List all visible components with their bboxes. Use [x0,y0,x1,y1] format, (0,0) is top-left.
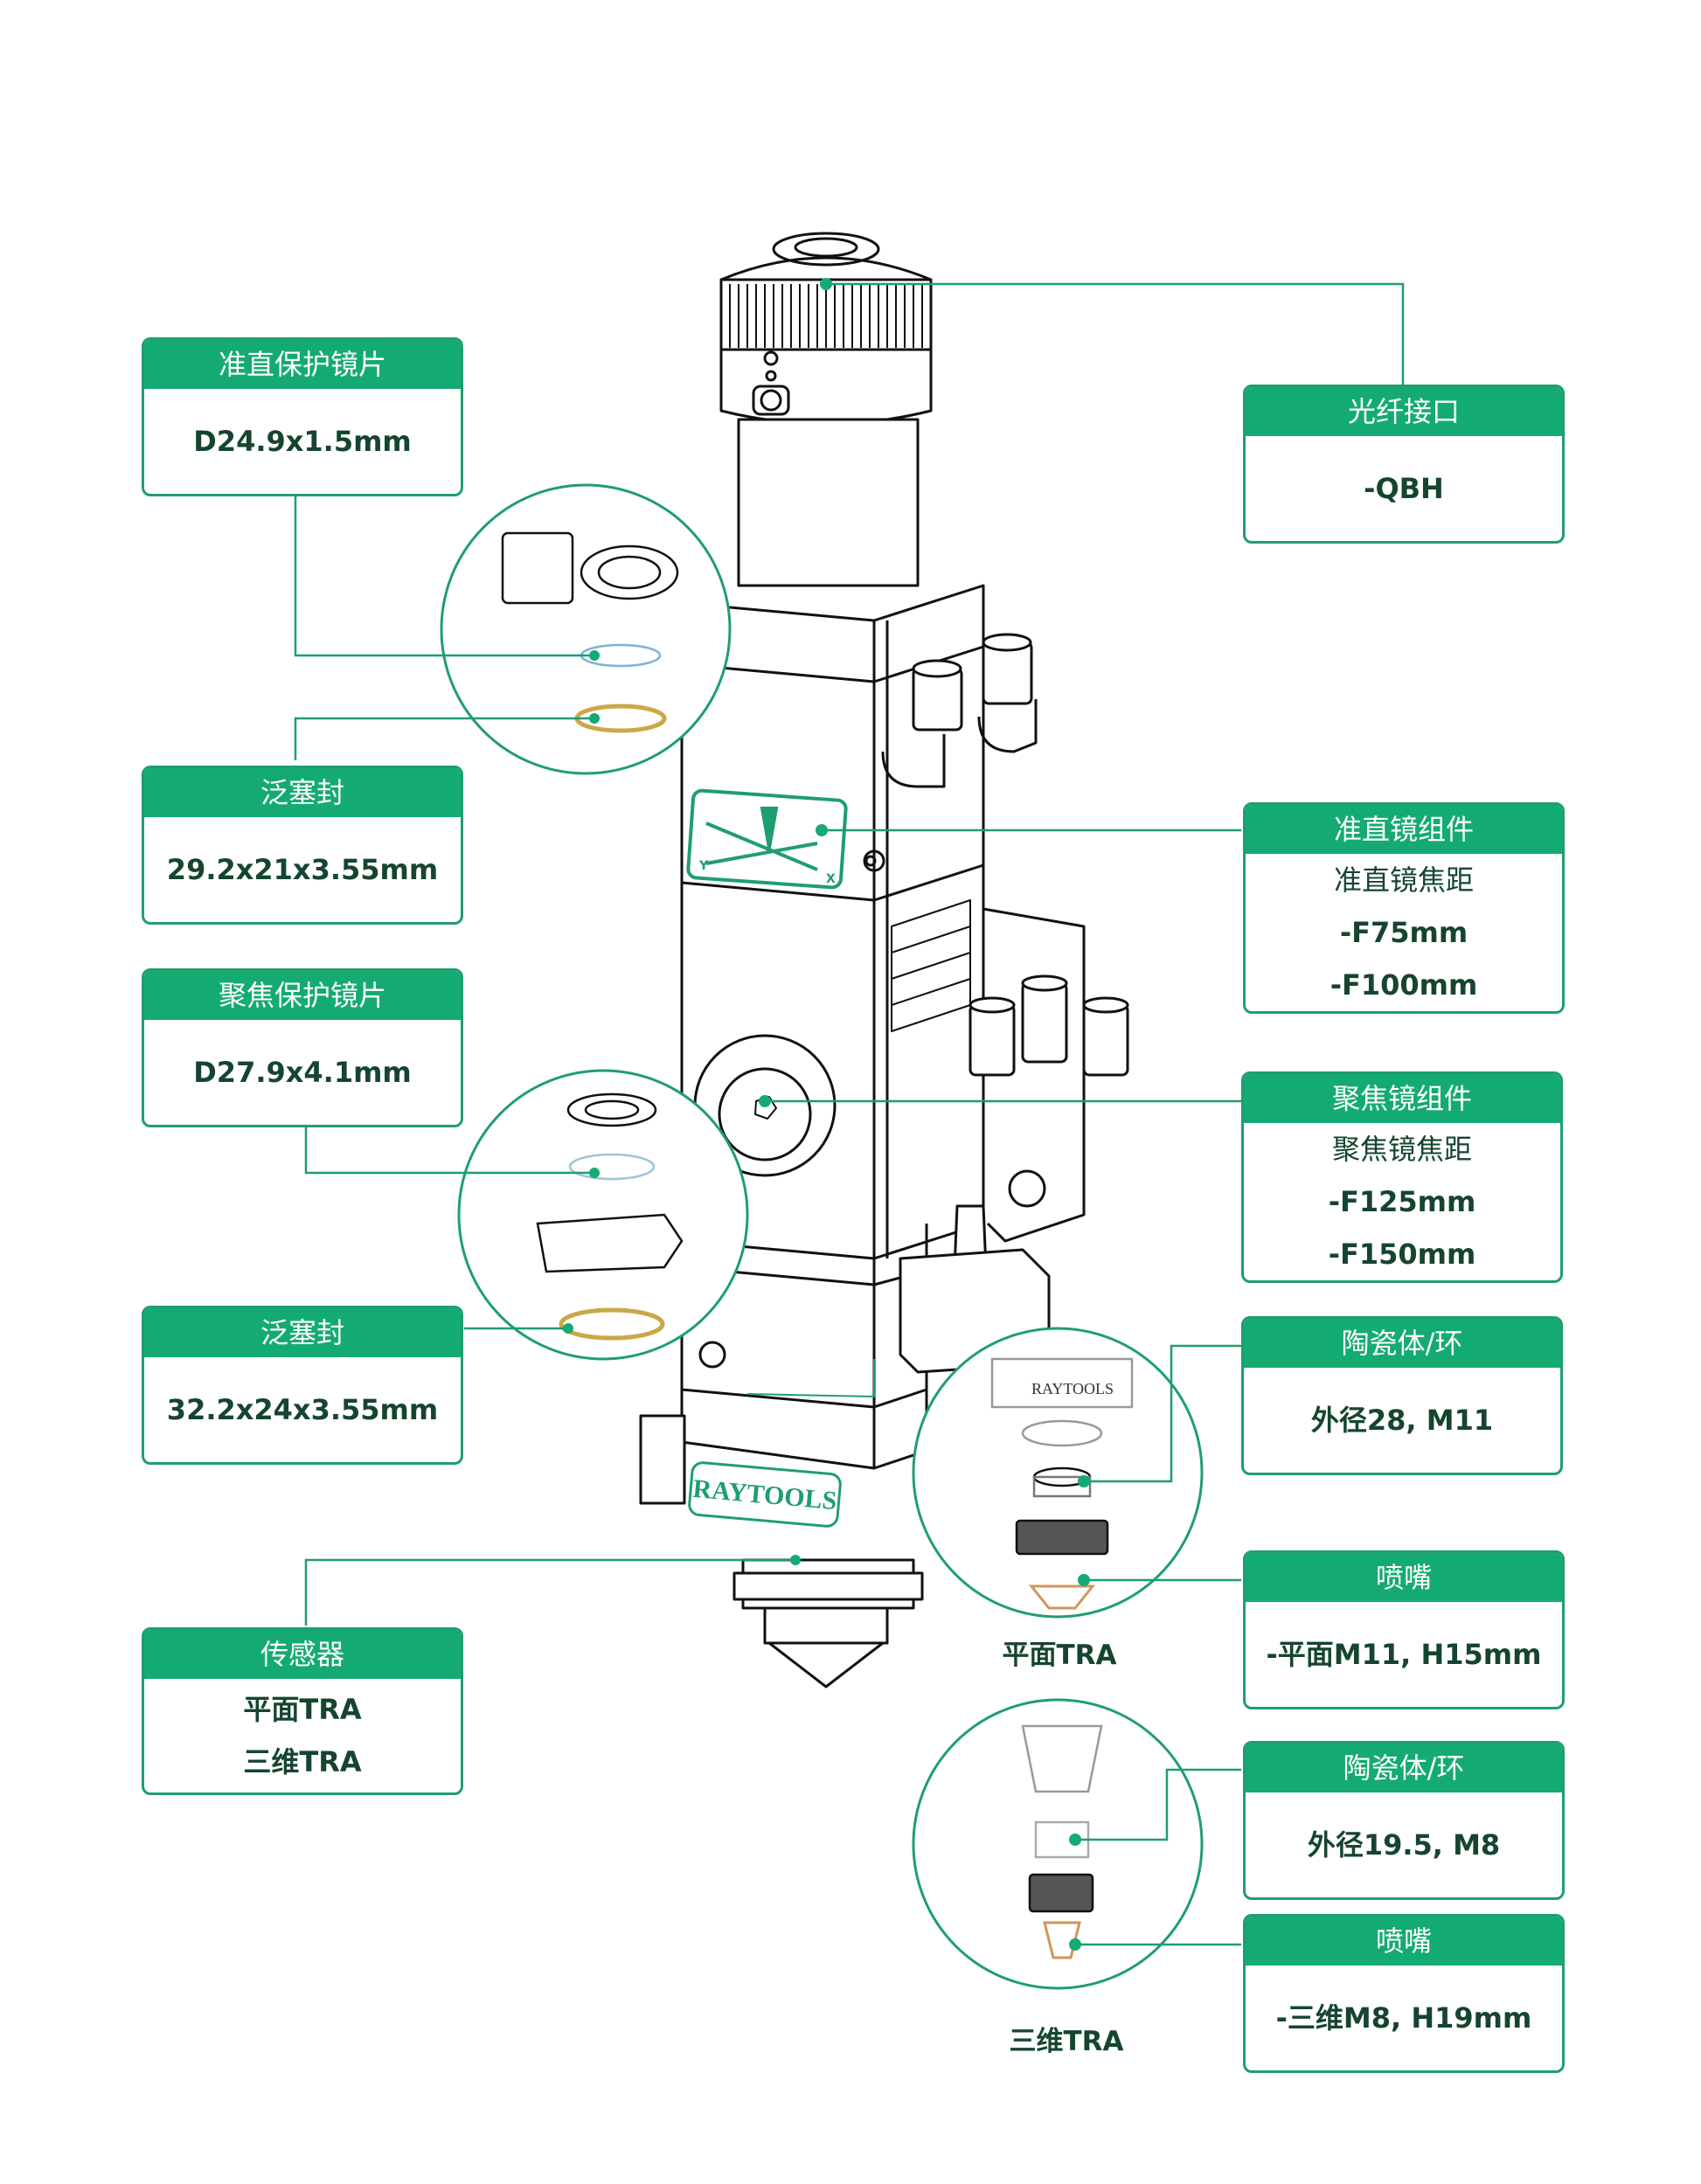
callout-title: 聚焦保护镜片 [144,971,461,1020]
anchor-dot [1078,1574,1090,1586]
leader-ceramic-flat [1084,1344,1241,1483]
anchor-dot [1069,1834,1081,1846]
callout-subtitle: 准直镜焦距 [1333,863,1474,897]
callout-value: -F75mm [1339,916,1468,949]
callout-seal-upper: 泛塞封 29.2x21x3.55mm [142,766,463,925]
callout-value: D24.9x1.5mm [193,425,412,458]
callout-fiber-interface: 光纤接口 -QBH [1243,385,1565,544]
callout-ceramic-3d: 陶瓷体/环 外径19.5, M8 [1243,1741,1565,1900]
callout-subtitle: 聚焦镜焦距 [1331,1133,1472,1166]
callout-value: 三维TRA [243,1745,362,1778]
callout-ceramic-flat: 陶瓷体/环 外径28, M11 [1241,1316,1563,1475]
callout-title: 准直保护镜片 [144,340,461,389]
callout-title: 泛塞封 [144,768,461,817]
callout-title: 泛塞封 [144,1308,461,1357]
caption-3d-tra: 三维TRA [1009,2026,1124,2057]
focus-window-detail-circle [457,1069,749,1361]
flat-nozzle [1028,1584,1096,1610]
anchor-dot [1078,1475,1090,1487]
callout-value: 32.2x24x3.55mm [166,1393,439,1426]
callout-value: 平面TRA [243,1693,362,1726]
anchor-dot [589,713,600,724]
leader-sensor [304,1558,795,1626]
focus-window-lens [568,1153,656,1181]
anchor-dot [563,1323,573,1334]
anchor-dot [816,824,828,836]
raytools-brand-badge: RAYTOOLS [688,1461,842,1528]
callout-seal-lower: 泛塞封 32.2x24x3.55mm [142,1306,463,1465]
3d-nozzle [1043,1921,1081,1959]
callout-focus-assembly: 聚焦镜组件 聚焦镜焦距 -F125mm -F150mm [1241,1071,1563,1283]
flat-tra-detail-circle [912,1327,1204,1619]
callout-value: -F150mm [1328,1238,1476,1271]
callout-value: -三维M8, H19mm [1275,2001,1532,2035]
leader-seal-lower-body [746,1359,875,1398]
anchor-dot [589,650,600,661]
callout-title: 聚焦镜组件 [1244,1074,1560,1123]
callout-value: 29.2x21x3.55mm [166,853,439,886]
callout-focus-window: 聚焦保护镜片 D27.9x4.1mm [142,968,463,1127]
leader-fiber-interface [826,282,1405,386]
axis-x-label: X [826,872,836,886]
callout-value: -平面M11, H15mm [1266,1638,1542,1671]
axis-y-label: Y [698,859,709,873]
svg-text:RAYTOOLS: RAYTOOLS [1031,1380,1114,1397]
anchor-dot [1069,1938,1081,1951]
callout-title: 喷嘴 [1246,1553,1562,1602]
3d-tra-sensor-tip [1021,1724,1103,1793]
caption-flat-tra: 平面TRA [1002,1640,1117,1671]
qbh-connector [719,232,933,426]
callout-nozzle-flat: 喷嘴 -平面M11, H15mm [1243,1550,1565,1709]
callout-value: -F125mm [1328,1185,1476,1218]
callout-title: 喷嘴 [1246,1917,1562,1966]
3d-tra-detail-circle [912,1698,1204,1990]
flat-tra-sensor-body: RAYTOOLS [990,1357,1134,1447]
callout-sensor: 传感器 平面TRA 三维TRA [142,1627,463,1795]
xy-adjust-label [686,788,848,890]
leader-focus-window [304,1123,594,1175]
callout-collimator-assembly: 准直镜组件 准直镜焦距 -F75mm -F100mm [1243,802,1565,1014]
flat-retaining-nut [1015,1519,1109,1556]
anchor-dot [759,1095,771,1107]
collimator-window-holder [501,531,679,605]
callout-value: 外径28, M11 [1310,1404,1494,1437]
sensor-nozzle-assembly [732,1558,924,1688]
leader-ceramic-3d [1075,1768,1241,1841]
focus-window-holder [536,1213,684,1273]
callout-title: 光纤接口 [1246,387,1562,436]
callout-value: 外径19.5, M8 [1307,1828,1501,1862]
brand-text: RAYTOOLS [691,1474,837,1515]
callout-collimator-window: 准直保护镜片 D24.9x1.5mm [142,337,463,496]
lower-seal-ring [559,1307,665,1341]
anchor-dot [589,1168,600,1178]
leader-seal-upper [294,717,594,760]
callout-title: 准直镜组件 [1246,805,1562,854]
callout-nozzle-3d: 喷嘴 -三维M8, H19mm [1243,1914,1565,2073]
3d-retaining-nut [1028,1873,1094,1913]
anchor-dot [820,278,832,290]
collimator-tube [737,418,920,587]
anchor-dot [790,1555,801,1565]
leader-collimator-window [294,491,594,657]
callout-value: -QBH [1364,472,1444,505]
collimator-window-detail-circle [440,483,732,775]
callout-title: 陶瓷体/环 [1244,1319,1560,1368]
focus-window-cap [566,1092,657,1127]
callout-title: 陶瓷体/环 [1246,1744,1562,1792]
callout-value: -F100mm [1330,968,1478,1002]
callout-title: 传感器 [144,1630,461,1679]
callout-value: D27.9x4.1mm [193,1056,412,1089]
